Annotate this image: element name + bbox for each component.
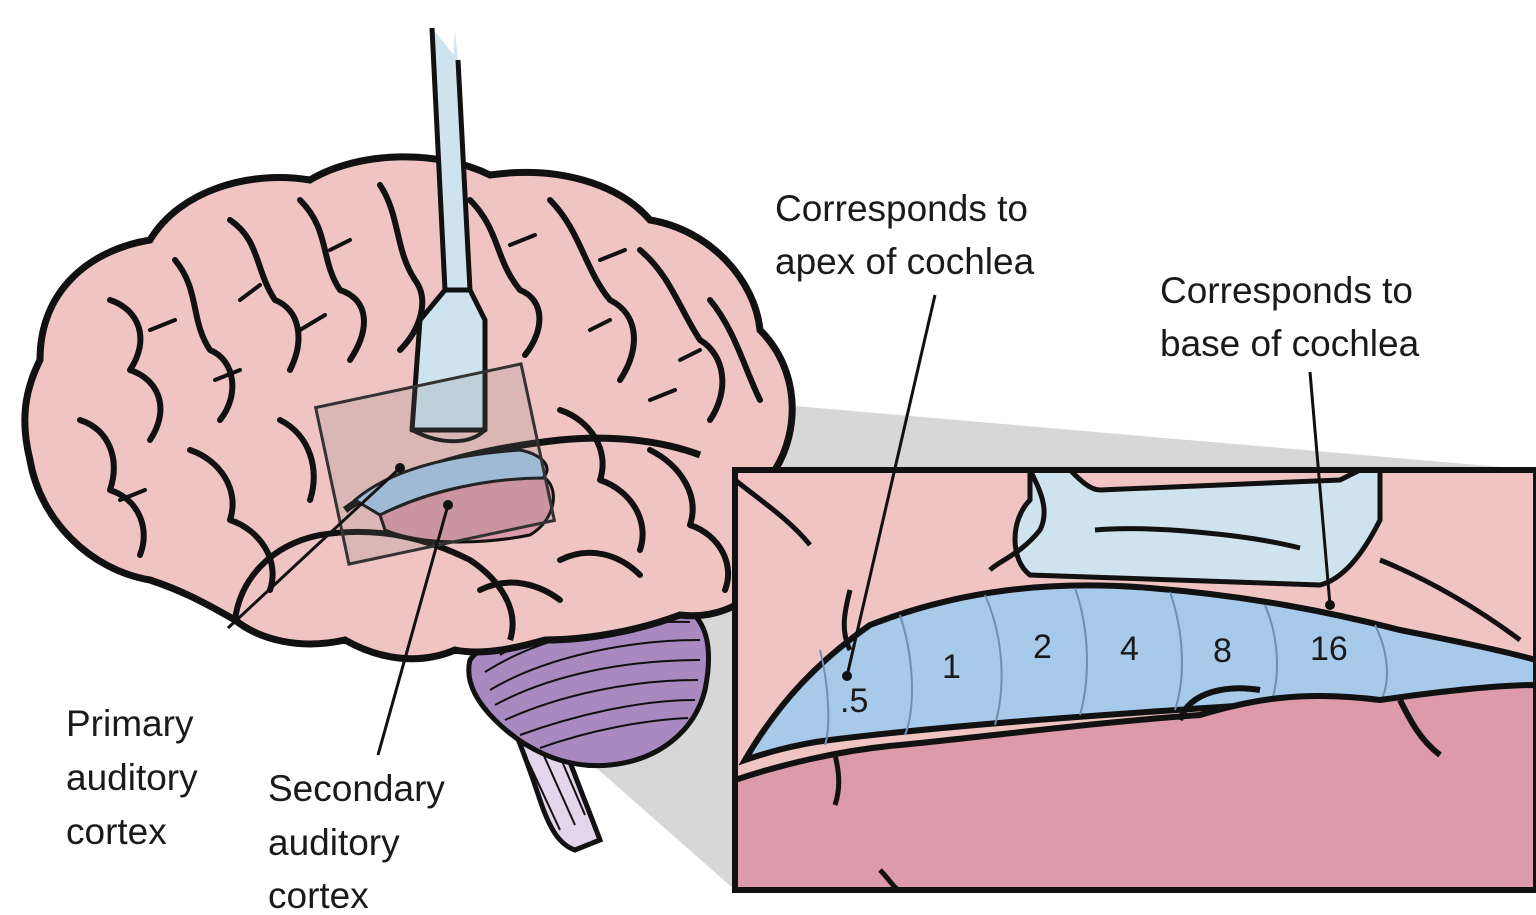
brain-icon <box>21 153 796 663</box>
frequency-label: 4 <box>1120 630 1139 668</box>
apex-label-line: Corresponds to <box>775 188 1028 229</box>
frequency-labels: .5 1 2 4 8 16 <box>840 628 1348 720</box>
secondary-label-line: auditory <box>268 822 400 863</box>
label-secondary-auditory-cortex: Secondary auditory cortex <box>268 768 445 915</box>
frequency-label: 1 <box>942 648 961 686</box>
label-primary-auditory-cortex: Primary auditory cortex <box>66 703 198 852</box>
base-label-line: Corresponds to <box>1160 270 1413 311</box>
apex-label-line: apex of cochlea <box>775 241 1035 282</box>
leader-lines <box>226 294 1335 756</box>
primary-label-line: auditory <box>66 757 198 798</box>
frequency-label: 16 <box>1310 630 1348 668</box>
secondary-label-line: cortex <box>268 875 369 915</box>
frequency-label: 2 <box>1033 628 1052 666</box>
zoom-box-small <box>313 362 557 566</box>
inset-magnified-view <box>732 467 1536 893</box>
primary-label-line: cortex <box>66 811 167 852</box>
label-base-of-cochlea: Corresponds to base of cochlea <box>1160 270 1420 364</box>
recording-electrode-icon <box>409 27 488 444</box>
frequency-label: .5 <box>840 682 868 720</box>
base-label-line: base of cochlea <box>1160 323 1420 364</box>
primary-label-line: Primary <box>66 703 194 744</box>
frequency-label: 8 <box>1213 632 1232 670</box>
secondary-label-line: Secondary <box>268 768 445 809</box>
label-apex-of-cochlea: Corresponds to apex of cochlea <box>775 188 1035 282</box>
